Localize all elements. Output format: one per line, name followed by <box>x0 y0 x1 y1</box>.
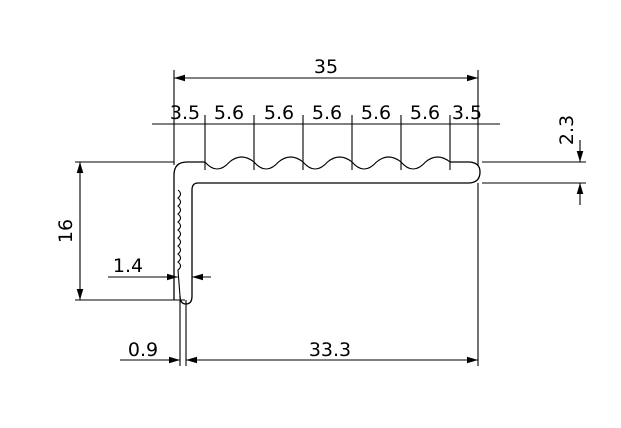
dim-label-segment: 3.5 <box>452 102 482 124</box>
dimension-height: 16 <box>55 161 185 301</box>
dim-label-segment: 5.6 <box>214 102 244 124</box>
dim-label-overall-width: 35 <box>314 56 338 78</box>
dim-label-segment: 5.6 <box>264 102 294 124</box>
dim-label-segment: 5.6 <box>410 102 440 124</box>
dim-label-segment: 3.5 <box>170 102 200 124</box>
dimension-top-thickness: 2.3 <box>482 115 586 205</box>
dim-label-top-thickness: 2.3 <box>556 115 578 145</box>
dim-label-inner-width: 33.3 <box>309 339 351 361</box>
dimension-segments: 3.5 5.6 5.6 5.6 5.6 5.6 3.5 <box>152 102 500 170</box>
dim-label-wall-thickness: 1.4 <box>113 255 143 277</box>
dimension-bottom: 0.9 33.3 <box>120 183 479 366</box>
dimension-overall-width: 35 <box>173 56 479 165</box>
dim-label-lip-thickness: 0.9 <box>128 339 158 361</box>
dim-label-segment: 5.6 <box>312 102 342 124</box>
dimension-wall-thickness: 1.4 <box>108 255 211 281</box>
dim-label-height: 16 <box>55 219 77 243</box>
profile-outline <box>173 156 481 305</box>
dim-label-segment: 5.6 <box>361 102 391 124</box>
